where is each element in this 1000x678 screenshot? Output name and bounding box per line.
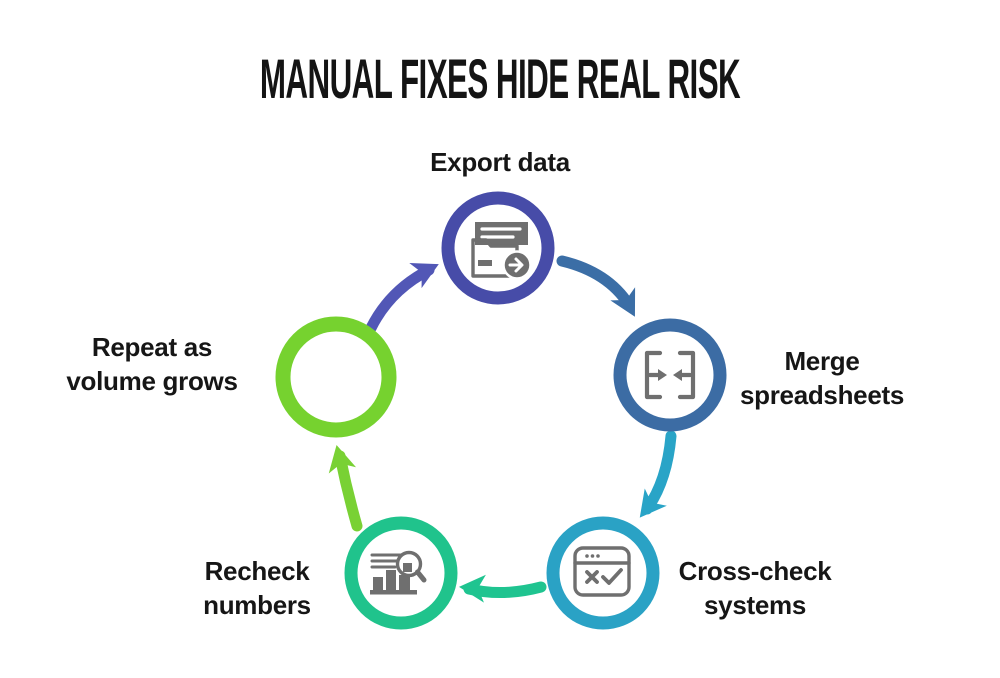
node-label-crosscheck: Cross-check systems	[655, 554, 855, 622]
bar-in-lens	[403, 563, 412, 572]
node-label-repeat: Repeat as volume grows	[52, 330, 252, 398]
arrowhead	[610, 287, 636, 317]
arrow-export-to-merge	[556, 255, 636, 317]
arrow-crosscheck-to-recheck	[459, 574, 547, 603]
merge-arrow-heads	[658, 369, 682, 381]
report-lines	[370, 553, 403, 569]
arrow-merge-to-crosscheck	[639, 430, 677, 518]
arrow-recheck-to-repeat	[328, 445, 363, 532]
folder-label	[478, 260, 492, 266]
magnifier-handle	[415, 569, 427, 583]
label-line: volume grows	[66, 366, 238, 396]
label-line: Export data	[430, 147, 570, 177]
label-line: numbers	[203, 590, 311, 620]
window-check-cross-icon	[573, 546, 631, 597]
cross-glyph	[585, 570, 599, 584]
node-label-recheck: Recheck numbers	[157, 554, 357, 622]
merge-arrows-icon	[644, 350, 696, 400]
page-title: MANUAL FIXES HIDE REAL RISK	[259, 47, 741, 110]
node-label-export: Export data	[400, 145, 600, 179]
arrowhead	[409, 262, 439, 289]
node-ring-merge	[613, 318, 727, 432]
label-line: Repeat as	[91, 332, 213, 362]
merge-brackets	[644, 350, 696, 400]
label-line: Cross-check	[678, 556, 832, 586]
check-glyph	[601, 568, 623, 585]
chart-magnifier-icon	[370, 550, 427, 595]
browser-window	[573, 546, 631, 597]
label-line: Recheck	[204, 556, 310, 586]
export-arrow-glyph	[508, 257, 524, 273]
arrow-repeat-to-export	[365, 262, 439, 334]
node-label-merge: Merge spreadsheets	[722, 344, 922, 412]
label-line: Merge	[784, 346, 860, 376]
paper-lines	[480, 227, 522, 239]
folder-export-icon	[471, 222, 532, 280]
arrowhead	[639, 488, 667, 518]
window-dots	[585, 554, 600, 558]
arrowhead	[459, 574, 486, 603]
node-ring-export	[441, 191, 555, 305]
node-ring-repeat	[275, 316, 397, 438]
label-line: systems	[704, 590, 806, 620]
arrowhead	[328, 445, 357, 474]
label-line: spreadsheets	[739, 380, 905, 410]
